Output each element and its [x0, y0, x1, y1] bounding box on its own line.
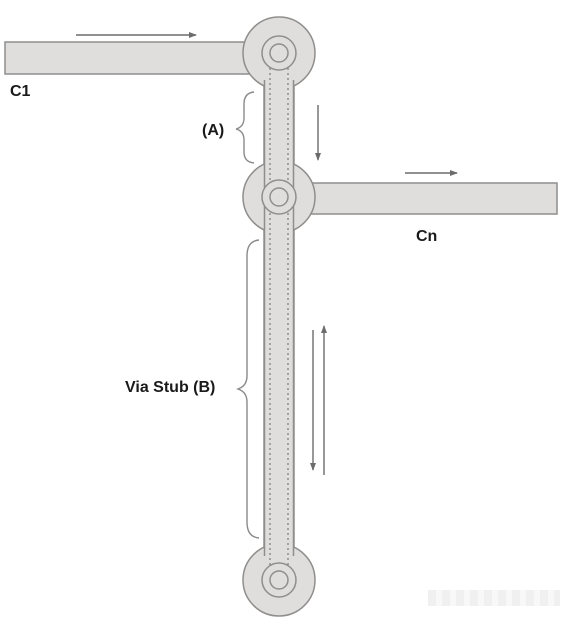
label-cn: Cn: [416, 228, 438, 245]
label-via-stub: Via Stub (B): [125, 379, 216, 396]
brace-via-stub: [235, 239, 260, 539]
trace-cn: [289, 182, 558, 215]
trace-c1: [4, 41, 276, 75]
label-segment-a: (A): [202, 122, 225, 139]
label-c1: C1: [10, 83, 31, 100]
watermark: [428, 590, 560, 606]
brace-segment-a: [235, 91, 255, 164]
